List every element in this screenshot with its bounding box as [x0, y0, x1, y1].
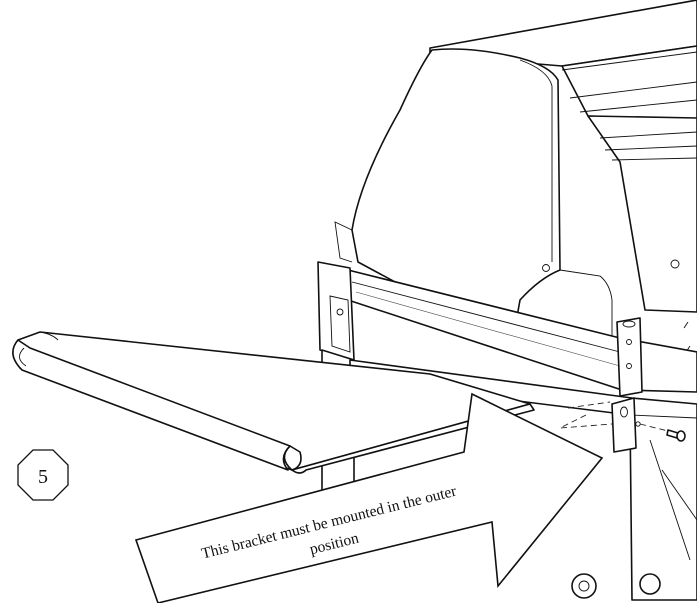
side-shelf	[12, 331, 535, 474]
grill-lid-top	[429, 0, 697, 121]
step-badge: 5	[17, 449, 69, 501]
mounting-bracket	[611, 397, 641, 453]
instruction-arrow	[134, 392, 604, 604]
screw-icon	[666, 429, 686, 442]
cart-post-right	[616, 317, 643, 397]
alignment-lines	[559, 401, 673, 433]
grill-side-panel	[334, 48, 613, 372]
grill-body	[587, 115, 697, 379]
step-number: 5	[38, 466, 48, 488]
